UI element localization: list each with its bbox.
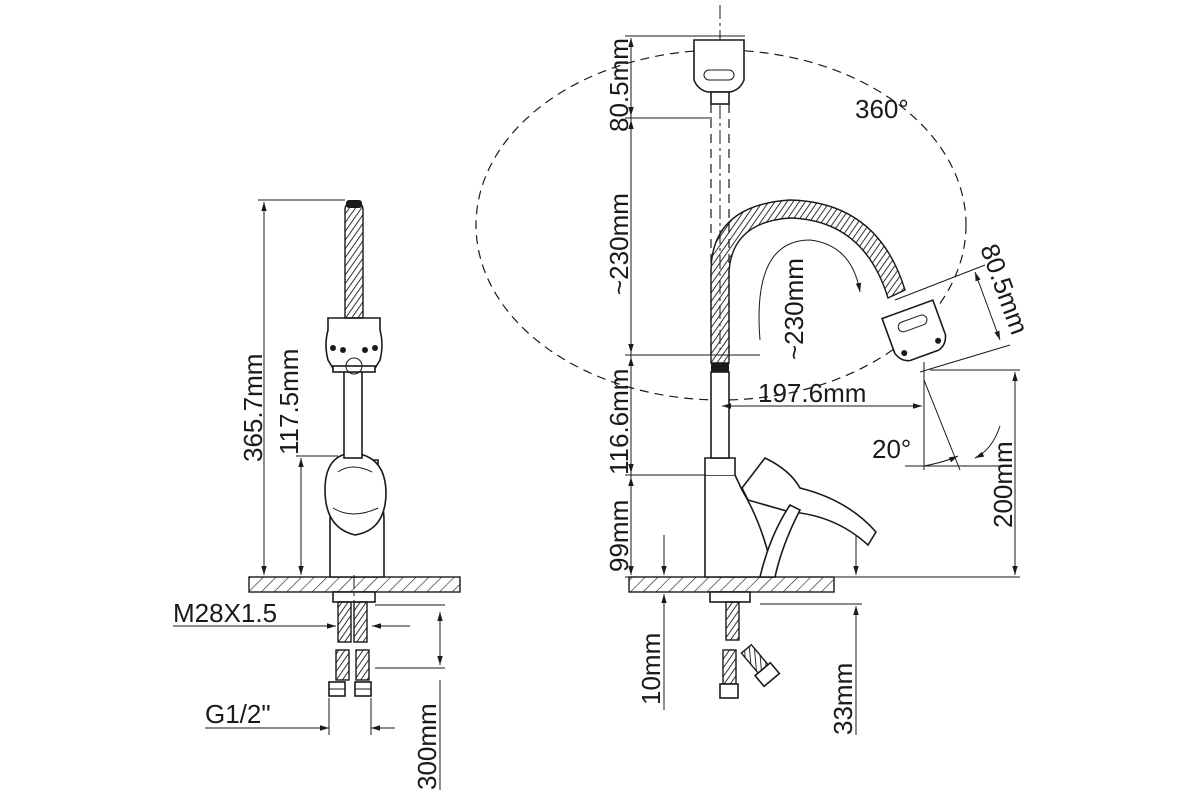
dim-head-height: 117.5mm (274, 349, 304, 455)
right-countertop (628, 576, 835, 593)
dim-hose-length: 300mm (412, 703, 442, 790)
thread-main-label: M28X1.5 (173, 598, 277, 628)
dim-head-length-side: 80.5mm (974, 240, 1034, 339)
left-stem (343, 369, 363, 459)
right-hose-connector-2 (753, 661, 781, 688)
dim-line-80-side (974, 271, 1001, 341)
tilt-angle-arc (923, 455, 959, 467)
dim-spout-reach: 197.6mm (758, 378, 866, 408)
dim-mount-depth: 33mm (828, 663, 858, 735)
right-lever-handle (741, 456, 877, 547)
right-vertical-spray-head (693, 39, 745, 93)
right-stem (710, 371, 730, 459)
dim-total-height: 365.7mm (238, 354, 268, 462)
right-mount-nut (709, 591, 751, 603)
right-hose-connector-1 (719, 683, 739, 699)
dim-hose-reach-vertical: ~230mm (604, 193, 634, 295)
dim-base-thickness: 10mm (636, 633, 666, 705)
right-view: 360° ~230mm (475, 5, 1035, 735)
dim-spout-height: 116.6mm (604, 369, 634, 475)
left-view: 365.7mm 117.5mm M28X1.5 G1/2" 300mm (173, 199, 461, 790)
left-supply-hose-1 (337, 601, 352, 643)
dim-head-length-top: 80.5mm (604, 38, 634, 132)
right-tilted-spray-head (881, 299, 947, 362)
left-spray-head (325, 317, 383, 371)
dim-hose-reach-side: ~230mm (779, 258, 809, 360)
left-spout-hose (344, 201, 364, 319)
left-supply-hose-2 (353, 601, 368, 643)
left-lever-handle (324, 452, 387, 536)
dim-outlet-height: 200mm (988, 441, 1018, 528)
dim-body-height: 99mm (604, 500, 634, 572)
tilt-angle: 20° (872, 434, 911, 464)
thread-hose-label: G1/2" (205, 699, 271, 729)
rotation-angle: 360° (855, 94, 909, 124)
swing-arrow (758, 239, 862, 341)
right-curved-hose (710, 199, 906, 364)
